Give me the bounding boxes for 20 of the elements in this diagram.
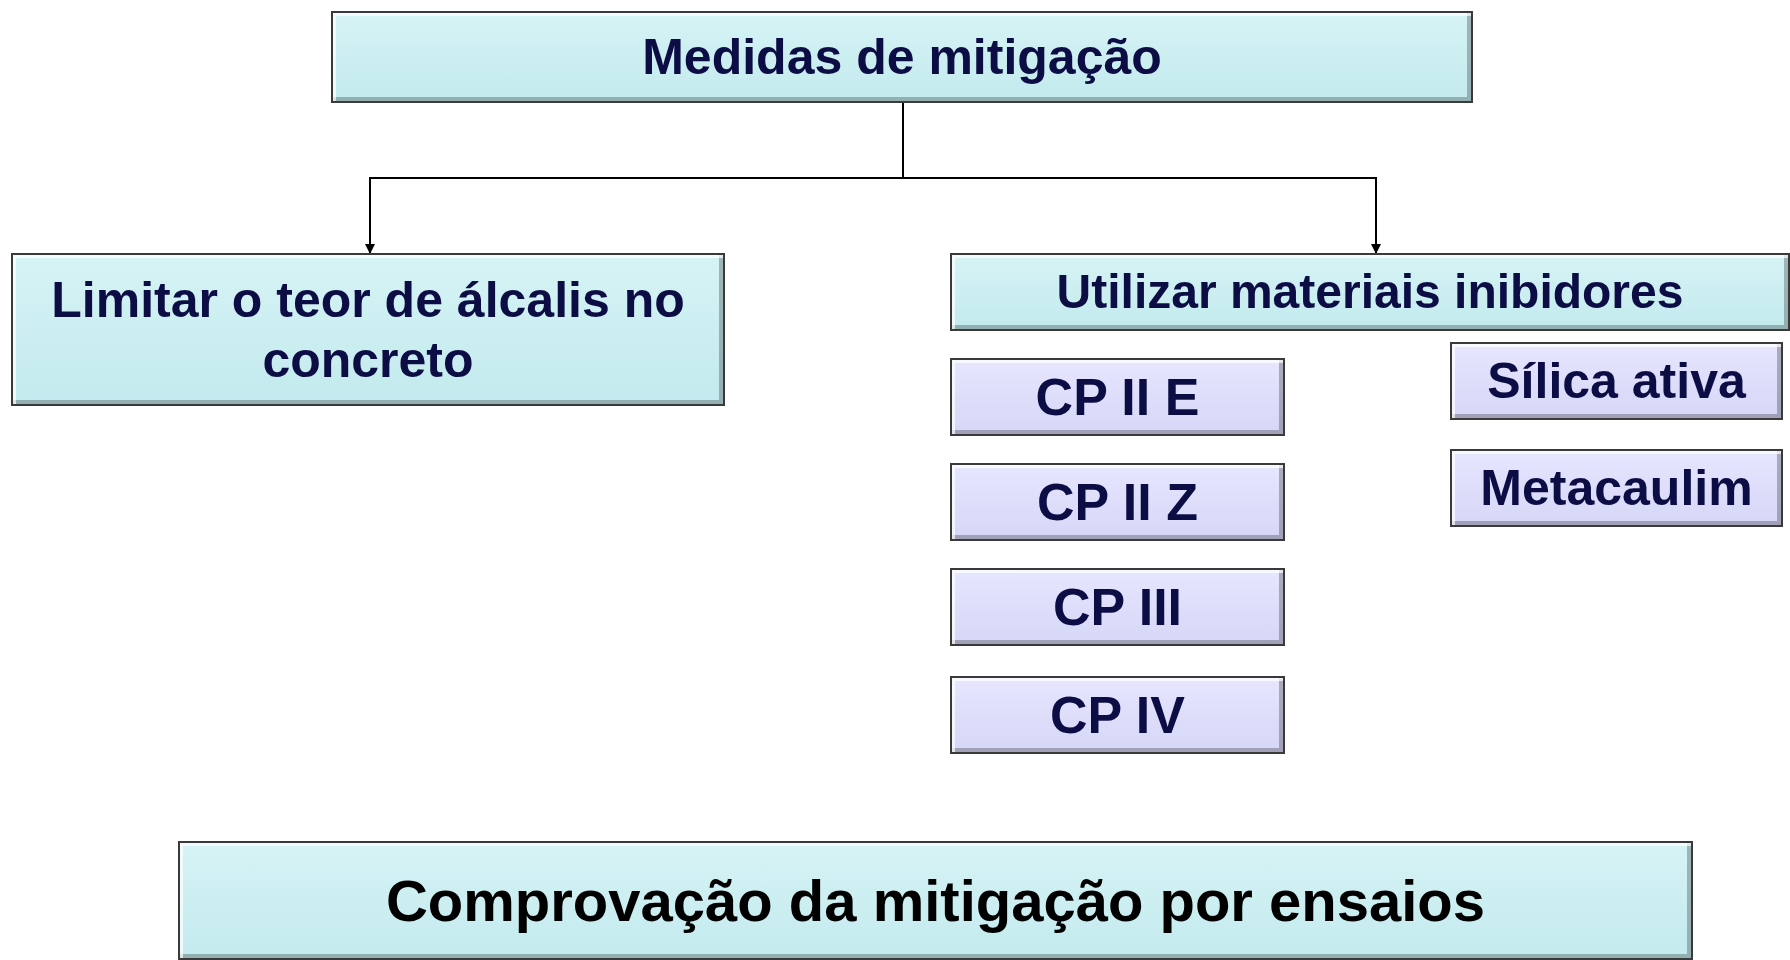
process-box bbox=[950, 253, 1790, 331]
box-label: Limitar o teor de álcalis no concreto bbox=[50, 270, 686, 390]
box-label: Metacaulim bbox=[1480, 459, 1753, 518]
process-box bbox=[950, 358, 1285, 436]
process-box bbox=[11, 253, 725, 406]
box-label: Utilizar materiais inibidores bbox=[1056, 264, 1684, 321]
process-box bbox=[950, 568, 1285, 646]
box-label: CP II E bbox=[1035, 366, 1200, 428]
box-label: CP II Z bbox=[1037, 471, 1198, 533]
box-label: Medidas de mitigação bbox=[642, 28, 1162, 87]
box-label: Comprovação da mitigação por ensaios bbox=[385, 866, 1486, 935]
box-label: Sílica ativa bbox=[1487, 352, 1746, 411]
process-box bbox=[950, 463, 1285, 541]
box-label: CP IV bbox=[1050, 684, 1185, 746]
process-box bbox=[1450, 342, 1783, 420]
process-box bbox=[178, 841, 1693, 960]
process-box bbox=[331, 11, 1473, 103]
box-label: CP III bbox=[1052, 576, 1183, 638]
process-box bbox=[950, 676, 1285, 754]
process-box bbox=[1450, 449, 1783, 527]
